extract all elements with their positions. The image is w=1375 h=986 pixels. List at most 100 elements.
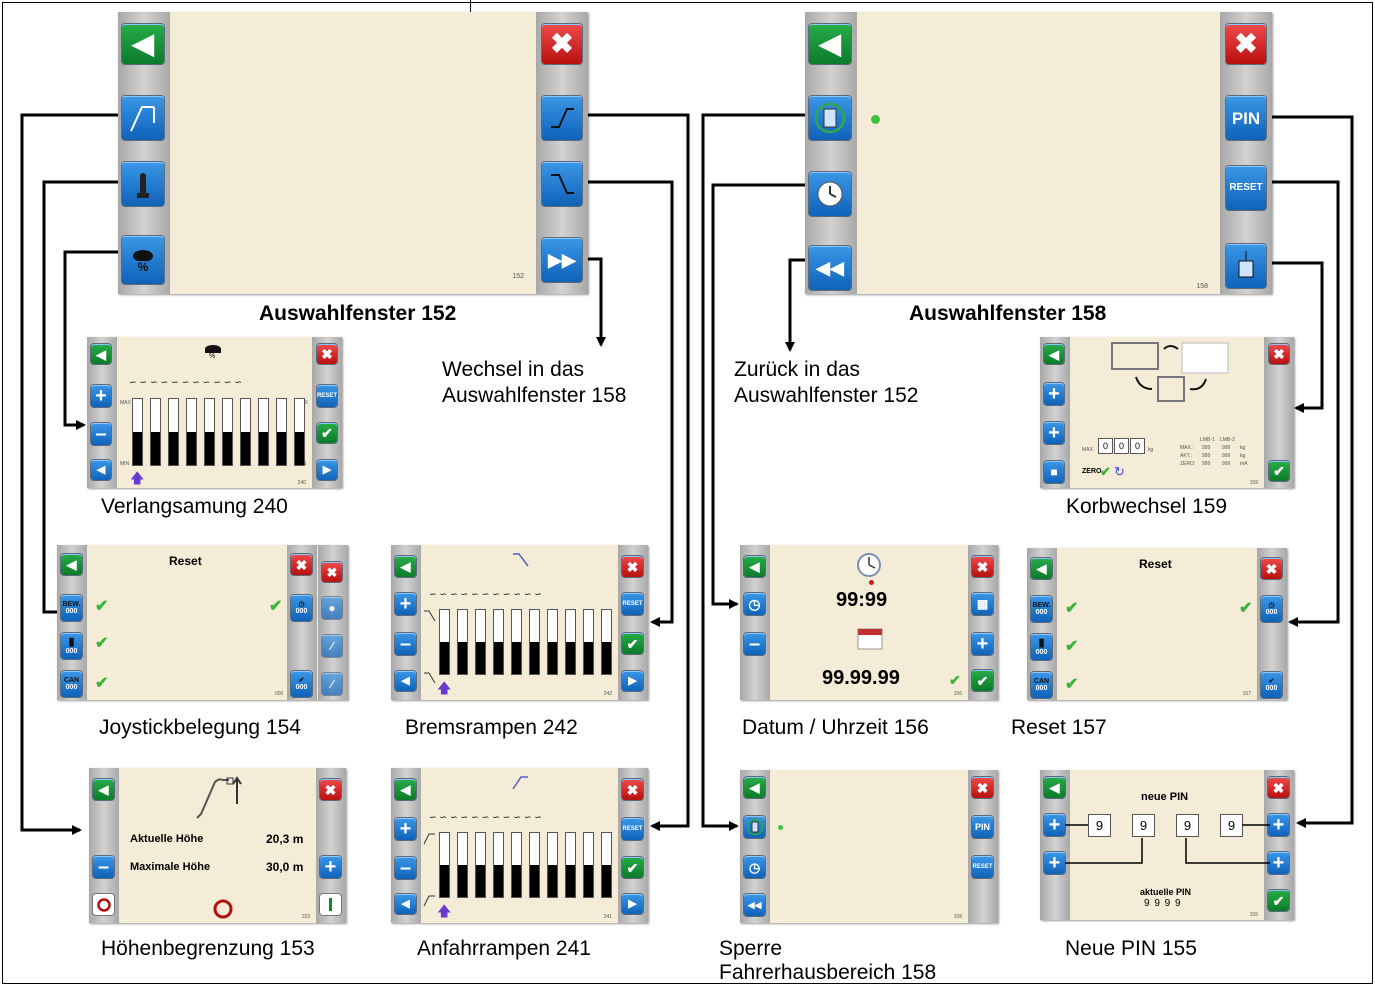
turtle-icon[interactable]: % — [122, 236, 164, 284]
speed-slider[interactable] — [294, 398, 305, 466]
power-on-icon[interactable] — [320, 894, 341, 915]
rewind-icon[interactable]: ◀◀ — [809, 246, 851, 290]
ramp-slider[interactable] — [439, 832, 450, 898]
reset-button[interactable]: RESET — [972, 856, 993, 878]
left-nav-icon[interactable]: ◀ — [91, 460, 111, 480]
left-nav-icon[interactable]: ◀ — [395, 894, 416, 914]
back-arrow-icon[interactable]: ◀ — [744, 556, 765, 577]
weight-digit[interactable]: 0 — [1130, 438, 1145, 454]
check-icon[interactable]: ✔ — [972, 670, 993, 691]
ramp-slider[interactable] — [475, 832, 486, 898]
minus-icon[interactable]: – — [93, 856, 114, 878]
hours-button[interactable]: ◷ 000 — [1261, 596, 1282, 622]
close-icon[interactable]: ✖ — [291, 554, 312, 575]
plus-icon[interactable]: + — [395, 818, 416, 840]
cabin-icon[interactable] — [744, 816, 765, 838]
ramp-slider[interactable] — [439, 609, 450, 675]
ramp-slider[interactable] — [529, 609, 540, 675]
speed-slider[interactable] — [258, 398, 269, 466]
pin-digit[interactable]: 9 — [1176, 814, 1199, 837]
back-arrow-icon[interactable]: ◀ — [395, 556, 416, 577]
ramp-slider[interactable] — [493, 609, 504, 675]
back-arrow-icon[interactable]: ◀ — [395, 779, 416, 800]
check-icon[interactable]: ✔ — [622, 857, 643, 878]
plus-icon[interactable]: + — [320, 856, 341, 878]
reset-button[interactable]: RESET — [1226, 166, 1266, 210]
cabin-icon[interactable] — [809, 96, 851, 140]
confirm-button[interactable]: ✔ 000 — [1261, 672, 1282, 698]
back-arrow-icon[interactable]: ◀ — [93, 779, 114, 800]
ramp-slider[interactable] — [493, 832, 504, 898]
pin-button[interactable]: PIN — [972, 816, 993, 838]
joystick-button[interactable]: ▮ 000 — [61, 633, 82, 659]
speed-slider[interactable] — [240, 398, 251, 466]
joystick-icon[interactable] — [122, 162, 164, 206]
ramp-slider[interactable] — [565, 832, 576, 898]
ramp-slider[interactable] — [511, 832, 522, 898]
plus-icon[interactable]: + — [395, 593, 416, 615]
joystick-button[interactable]: ▮ 000 — [1031, 634, 1052, 660]
plus-icon[interactable]: + — [1044, 852, 1065, 874]
close-icon[interactable]: ✖ — [317, 344, 337, 364]
left-nav-icon[interactable]: ◀ — [395, 671, 416, 691]
back-arrow-icon[interactable]: ◀ — [91, 344, 111, 364]
minus-icon[interactable]: – — [395, 633, 416, 655]
minus-icon[interactable]: – — [395, 857, 416, 879]
pin-digit[interactable]: 9 — [1132, 814, 1155, 837]
right-nav-icon[interactable]: ▶ — [317, 460, 337, 480]
ramp-up-icon[interactable] — [542, 162, 582, 206]
speed-slider[interactable] — [276, 398, 287, 466]
close-icon[interactable]: ✖ — [320, 779, 341, 800]
hours-button[interactable]: ◷ 000 — [291, 595, 312, 621]
fast-forward-icon[interactable]: ▶▶ — [542, 238, 582, 282]
close-icon[interactable]: ✖ — [622, 556, 643, 577]
plus-icon[interactable]: + — [1044, 422, 1064, 444]
plus-icon[interactable]: + — [1268, 852, 1289, 874]
close-icon[interactable]: ✖ — [1268, 777, 1289, 798]
ramp-slider[interactable] — [457, 609, 468, 675]
back-arrow-icon[interactable]: ◀ — [744, 777, 765, 798]
pin-button[interactable]: PIN — [1226, 96, 1266, 140]
plus-icon[interactable]: + — [1044, 814, 1065, 836]
bew-button[interactable]: BEW. 000 — [1031, 596, 1052, 622]
crane-boom-icon[interactable]: ∕ — [322, 635, 342, 657]
ramp-slider[interactable] — [601, 609, 612, 675]
ramp-slider[interactable] — [457, 832, 468, 898]
plus-icon[interactable]: + — [1044, 383, 1064, 405]
confirm-button[interactable]: ✔ 000 — [291, 671, 312, 697]
speed-slider[interactable] — [132, 398, 143, 466]
plus-icon[interactable]: + — [1268, 814, 1289, 836]
ramp-slider[interactable] — [583, 832, 594, 898]
can-button[interactable]: CAN 000 — [1031, 672, 1052, 698]
rewind-icon[interactable]: ◀◀ — [744, 894, 765, 916]
close-icon[interactable]: ✖ — [322, 562, 342, 582]
right-nav-icon[interactable]: ▶ — [622, 671, 643, 691]
speed-slider[interactable] — [150, 398, 161, 466]
reset-button[interactable]: RESET — [622, 818, 643, 840]
person-icon[interactable]: ● — [322, 597, 342, 619]
ramp-slider[interactable] — [475, 609, 486, 675]
back-arrow-icon[interactable]: ◀ — [122, 24, 164, 64]
speed-slider[interactable] — [186, 398, 197, 466]
ramp-slider[interactable] — [547, 832, 558, 898]
ramp-down-icon[interactable] — [542, 96, 582, 140]
back-arrow-icon[interactable]: ◀ — [61, 554, 82, 575]
basket-icon[interactable]: ■ — [1044, 461, 1064, 483]
speed-slider[interactable] — [222, 398, 233, 466]
date-value[interactable]: 99.99.99 — [822, 667, 900, 689]
power-off-icon[interactable] — [93, 894, 114, 915]
clock-icon[interactable]: ◷ — [744, 856, 765, 878]
check-icon[interactable]: ✔ — [1269, 461, 1289, 481]
back-arrow-icon[interactable]: ◀ — [1044, 344, 1064, 364]
pin-digit[interactable]: 9 — [1088, 814, 1111, 837]
check-icon[interactable]: ✔ — [317, 423, 337, 443]
ramp-slider[interactable] — [565, 609, 576, 675]
close-icon[interactable]: ✖ — [1226, 24, 1266, 64]
reset-button[interactable]: RESET — [317, 385, 337, 407]
back-arrow-icon[interactable]: ◀ — [809, 24, 851, 64]
ramp-slider[interactable] — [601, 832, 612, 898]
minus-icon[interactable]: – — [91, 423, 111, 445]
max-height-value[interactable]: 30,0 m — [266, 860, 304, 874]
crane-boom-icon[interactable]: ∕ — [322, 673, 342, 695]
crane-boom-icon[interactable] — [122, 96, 164, 140]
